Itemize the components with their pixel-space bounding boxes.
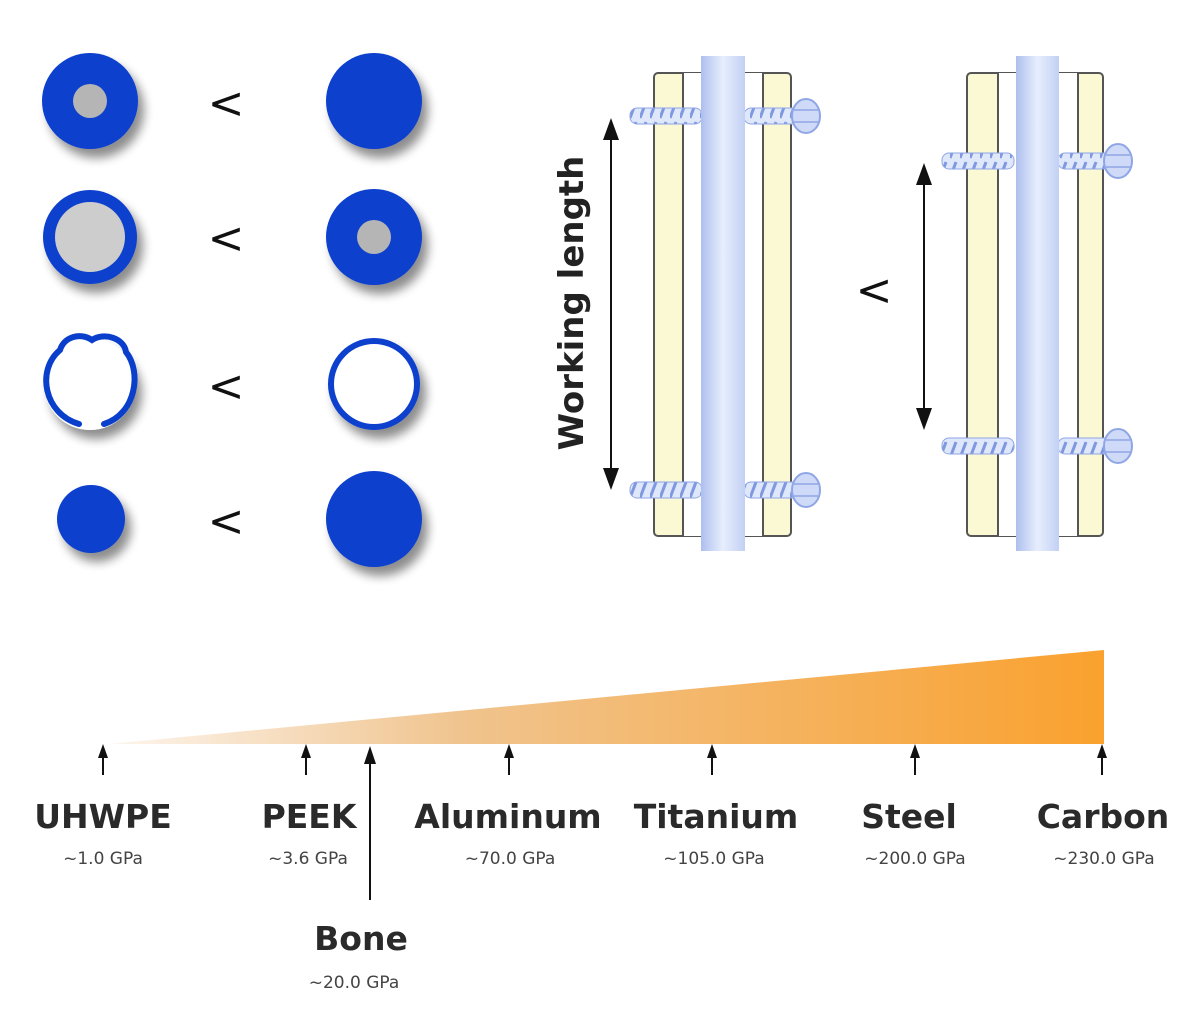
material-modulus-steel: ~200.0 GPa xyxy=(864,849,965,869)
less-than-symbol: < xyxy=(856,265,893,316)
marker-carbon xyxy=(1097,744,1107,775)
bone-construct-short xyxy=(941,56,1133,551)
screw-top xyxy=(941,143,1133,179)
material-modulus-titanium: ~105.0 GPa xyxy=(663,849,764,869)
material-name-steel: Steel xyxy=(861,797,957,836)
material-name-titanium: Titanium xyxy=(634,797,799,836)
row-1: < xyxy=(42,53,422,149)
marker-peek xyxy=(301,744,311,775)
material-name-aluminum: Aluminum xyxy=(414,797,601,836)
screw-top xyxy=(629,98,821,134)
cross-section-comparisons: < < < < xyxy=(42,53,422,567)
material-modulus-peek: ~3.6 GPa xyxy=(268,849,348,869)
screw-bottom xyxy=(941,428,1133,464)
slotted-tube-section xyxy=(43,333,138,427)
material-modulus-carbon: ~230.0 GPa xyxy=(1053,849,1154,869)
marker-bone xyxy=(364,746,376,900)
intramedullary-nail xyxy=(1016,56,1059,551)
row-3: < xyxy=(43,333,420,430)
row-2: < xyxy=(43,189,422,285)
tube-small-hole xyxy=(357,220,391,254)
marker-steel xyxy=(910,744,920,775)
closed-tube-section xyxy=(328,338,420,430)
material-modulus-bone: ~20.0 GPa xyxy=(309,973,400,993)
solid-rod-section xyxy=(326,53,422,149)
bone-construct-long xyxy=(629,56,821,551)
less-than-symbol: < xyxy=(208,496,245,547)
material-markers xyxy=(98,744,1107,900)
elastic-modulus-scale: UHWPE ~1.0 GPa PEEK ~3.6 GPa Bone ~20.0 … xyxy=(34,650,1169,993)
material-name-uhwpe: UHWPE xyxy=(34,797,172,836)
small-solid-rod-section xyxy=(57,485,125,553)
long-working-length-arrow xyxy=(603,118,619,490)
slotted-tube-backdrop xyxy=(44,338,136,430)
less-than-symbol: < xyxy=(208,213,245,264)
stiffness-gradient-wedge xyxy=(108,650,1104,744)
material-labels: UHWPE ~1.0 GPa PEEK ~3.6 GPa Bone ~20.0 … xyxy=(34,797,1169,993)
marker-aluminum xyxy=(504,744,514,775)
screw-bottom xyxy=(629,472,821,508)
row-4: < xyxy=(57,471,422,567)
material-name-bone: Bone xyxy=(314,919,408,958)
large-solid-rod-section xyxy=(326,471,422,567)
marker-uhwpe xyxy=(98,744,108,775)
less-than-symbol: < xyxy=(208,78,245,129)
tube-large-hole xyxy=(55,202,125,272)
material-name-carbon: Carbon xyxy=(1037,797,1170,836)
marker-titanium xyxy=(707,744,717,775)
working-length-comparison: Working length xyxy=(552,56,1133,551)
material-modulus-aluminum: ~70.0 GPa xyxy=(465,849,556,869)
rod-core-hole xyxy=(73,84,107,118)
short-working-length-arrow xyxy=(916,163,932,430)
material-name-peek: PEEK xyxy=(262,797,358,836)
intramedullary-nail xyxy=(701,56,745,551)
less-than-symbol: < xyxy=(208,361,245,412)
material-modulus-uhwpe: ~1.0 GPa xyxy=(63,849,143,869)
working-length-label: Working length xyxy=(552,156,592,451)
